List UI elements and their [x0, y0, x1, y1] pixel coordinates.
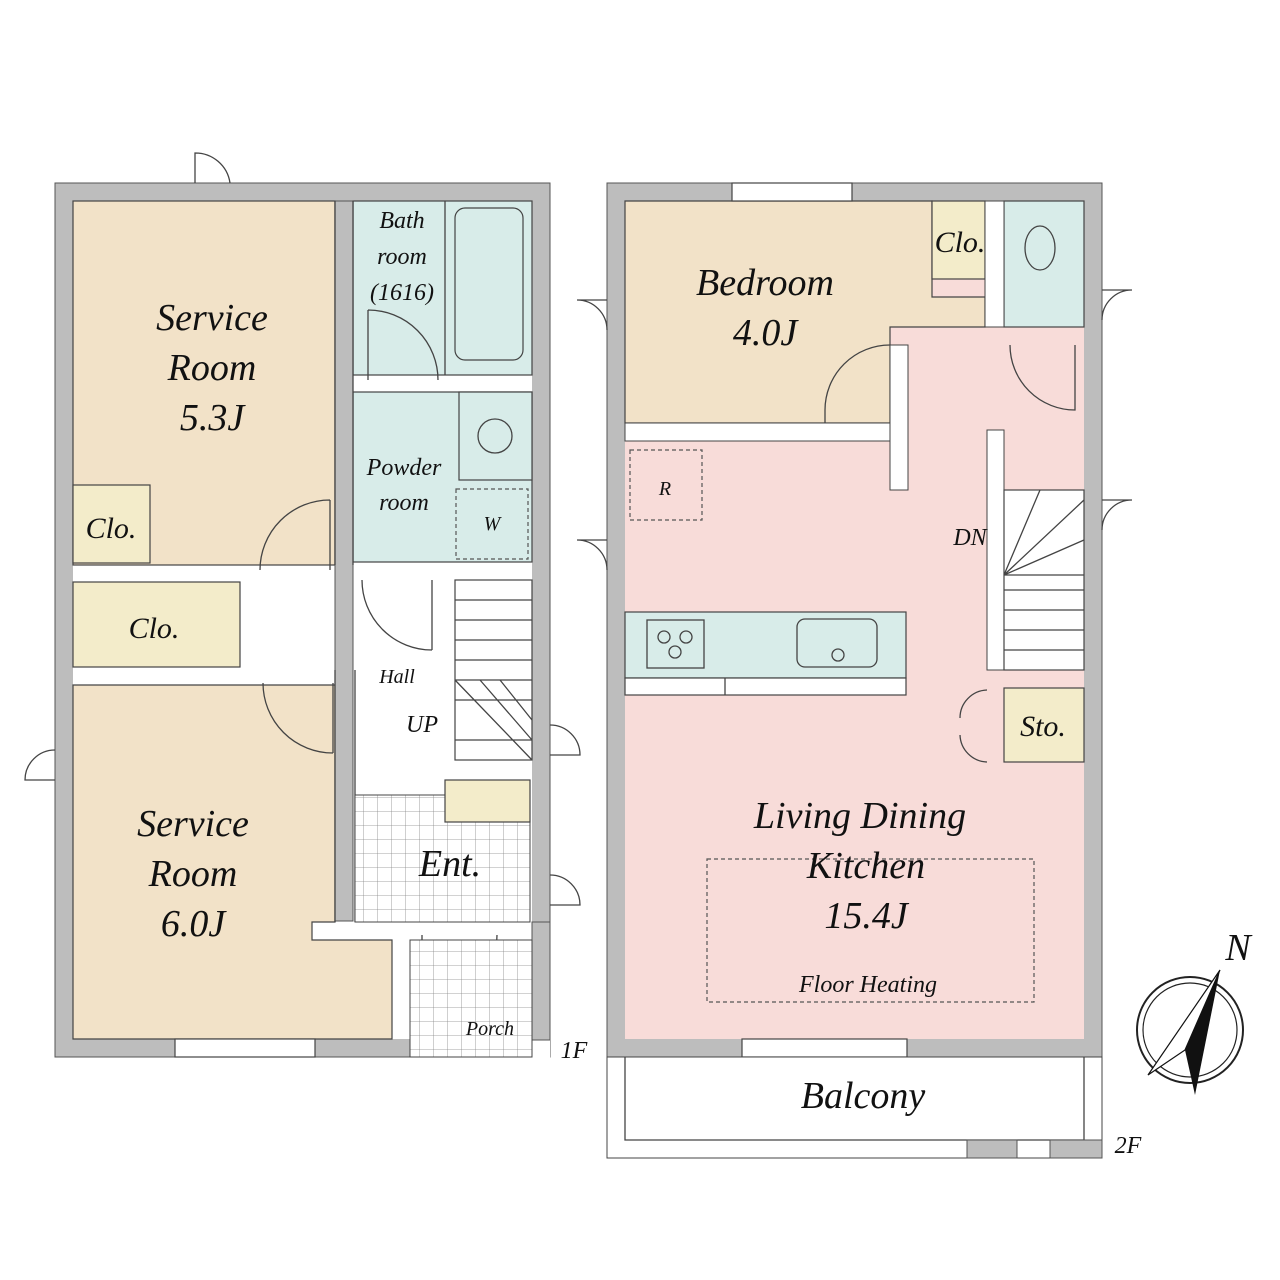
- closet-large: [72, 581, 241, 668]
- room-name: Powder: [366, 455, 442, 481]
- floor-1: Service Room 5.3J Clo. Clo. Service Room…: [24, 152, 588, 1064]
- floor-label: 1F: [561, 1038, 588, 1064]
- stairs-label: UP: [406, 712, 438, 738]
- sink-icon: [796, 618, 878, 668]
- washer-space: [455, 488, 529, 560]
- bath-door[interactable]: [367, 309, 439, 381]
- toilet-icon: [1024, 225, 1056, 271]
- floor-heating-area: [706, 858, 1035, 1003]
- room-size: (1616): [370, 280, 434, 306]
- washer-label: W: [484, 513, 503, 535]
- washbasin-counter: [458, 391, 533, 481]
- balcony-label: Balcony: [801, 1075, 926, 1117]
- room-size: 5.3J: [180, 397, 247, 439]
- entrance-label: Ent.: [418, 843, 481, 885]
- room-size: 6.0J: [161, 903, 228, 945]
- bedroom-door[interactable]: [824, 344, 891, 423]
- stove-icon: [646, 619, 705, 669]
- room-name: Service: [137, 803, 249, 845]
- room-name: room: [379, 490, 429, 516]
- room-name: Service: [156, 297, 268, 339]
- window-right-1: [549, 724, 581, 756]
- window-left-1: [576, 299, 608, 331]
- floor-heating-label: Floor Heating: [798, 972, 937, 998]
- room-size: 15.4J: [824, 895, 910, 937]
- room-name: Bedroom: [696, 262, 834, 304]
- room-name: Bath: [379, 208, 424, 234]
- stairs-down[interactable]: [1003, 489, 1085, 671]
- storage-label: Sto.: [1020, 710, 1066, 743]
- floor-label: 2F: [1115, 1133, 1142, 1159]
- balcony: [606, 1056, 1103, 1159]
- closet-label: Clo.: [86, 512, 137, 545]
- closet-label: Clo.: [935, 226, 986, 259]
- window-left: [24, 749, 56, 781]
- room2-door[interactable]: [262, 682, 334, 754]
- porch-label: Porch: [465, 1018, 514, 1040]
- closet-2f: [931, 200, 986, 280]
- storage: [1003, 687, 1085, 763]
- bathtub: [454, 207, 524, 361]
- window-left-2: [576, 539, 608, 571]
- north-label: N: [1224, 927, 1253, 969]
- shoe-cabinet: [444, 779, 531, 823]
- window-bottom: [741, 1038, 908, 1058]
- toilet-door[interactable]: [1009, 344, 1076, 411]
- floor-2: Bedroom 4.0J Clo. R DN Sto. Living Dinin…: [576, 182, 1142, 1159]
- room-name: Kitchen: [806, 845, 925, 887]
- powder-door[interactable]: [361, 579, 433, 651]
- window-right-2: [549, 874, 581, 906]
- room-name: room: [377, 244, 427, 270]
- storage-door[interactable]: [959, 689, 988, 763]
- room1-door[interactable]: [259, 499, 331, 571]
- closet-small: [72, 484, 151, 564]
- window-top: [731, 182, 853, 202]
- stairs-label: DN: [952, 525, 988, 551]
- washbasin-icon: [477, 418, 513, 454]
- window-right-1: [1101, 289, 1133, 321]
- fridge-label: R: [658, 478, 671, 500]
- window-door-top: [194, 152, 231, 184]
- hall-label: Hall: [378, 666, 415, 688]
- window-bottom: [174, 1038, 316, 1058]
- room-name: Room: [167, 347, 257, 389]
- window-right-2: [1101, 499, 1133, 531]
- fridge-space: [629, 449, 703, 521]
- compass-icon: N: [1136, 927, 1253, 1095]
- stairs-up[interactable]: [454, 579, 533, 761]
- room-size: 4.0J: [733, 312, 800, 354]
- closet-label: Clo.: [129, 612, 180, 645]
- room-name: Room: [148, 853, 238, 895]
- kitchen-counter: [624, 611, 907, 696]
- room-name: Living Dining: [753, 795, 966, 837]
- toilet-room: [1003, 200, 1085, 328]
- porch-floor: [409, 939, 533, 1058]
